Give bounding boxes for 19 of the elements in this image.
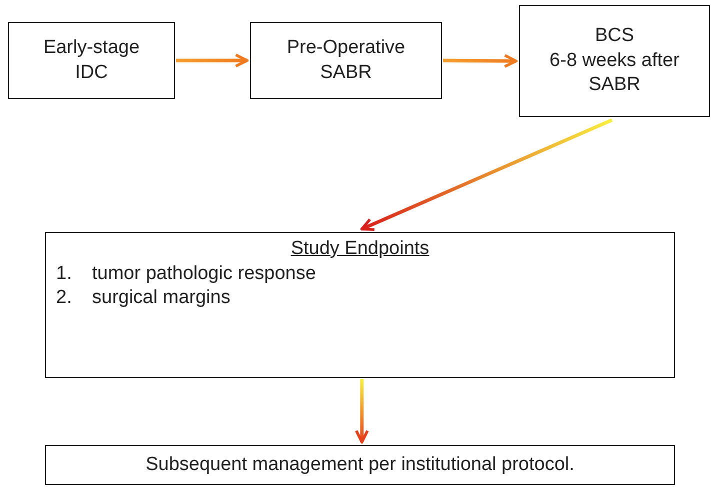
process-box <box>250 22 442 99</box>
process-box <box>8 22 175 99</box>
arrow <box>354 379 369 444</box>
box-label: 6-8 weeks after SABR <box>548 48 680 98</box>
process-box <box>519 5 710 117</box>
heading: Study Endpoints <box>290 237 430 261</box>
arrow <box>360 118 613 232</box>
box-label: Pre-Operative SABR <box>286 36 406 84</box>
list-item: tumor pathologic response <box>92 262 316 286</box>
arrow <box>176 54 248 68</box>
box-label: Subsequent management per institutional protocol. <box>146 452 574 477</box>
list-item: surgical margins <box>92 286 230 310</box>
box-label: BCS <box>594 24 634 48</box>
arrow <box>442 54 518 68</box>
box-label: Early-stage IDC <box>42 36 141 84</box>
endpoints-box <box>45 232 675 378</box>
list-number: 1. <box>56 262 73 286</box>
list-number: 2. <box>56 286 73 310</box>
process-box <box>45 445 675 485</box>
